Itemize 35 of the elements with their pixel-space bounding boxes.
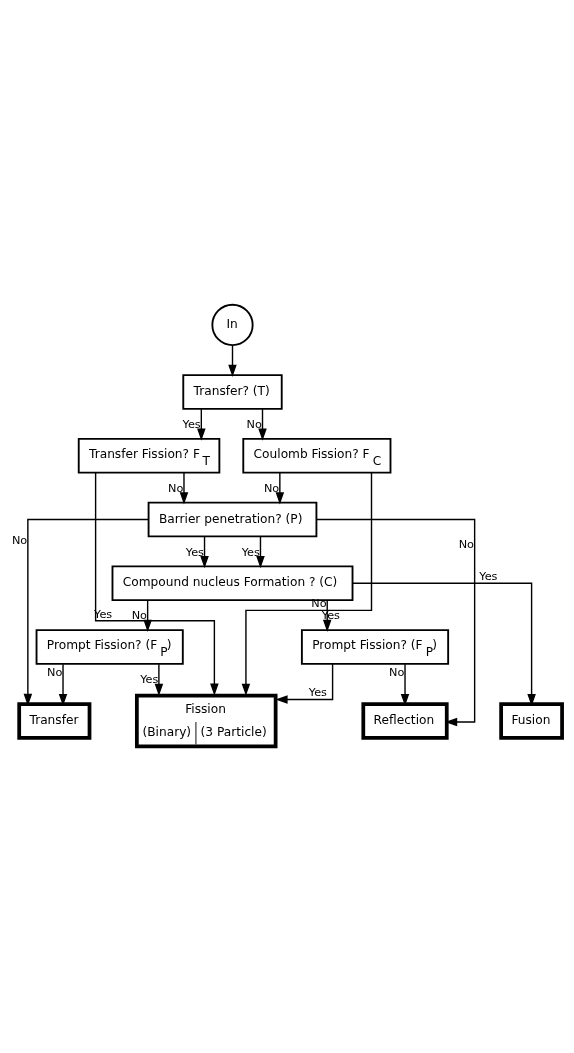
- node-box: Reflection: [361, 702, 449, 740]
- edge-label: No: [389, 666, 405, 680]
- edge-label: No: [246, 418, 262, 432]
- arrow: [23, 518, 150, 706]
- edge-label: No: [11, 533, 28, 547]
- arrow: [258, 408, 267, 441]
- node-box: Fission (Binary) (3 Particle): [135, 693, 278, 749]
- arrow: [256, 535, 265, 569]
- node-box: Barrier penetration? (P): [147, 501, 318, 538]
- edge-label: Yes: [241, 545, 260, 559]
- edge-label: No: [47, 666, 63, 680]
- node-box: Fusion: [499, 702, 564, 740]
- edge-label: Yes: [182, 418, 201, 432]
- edge-label: Yes: [308, 686, 327, 700]
- arrow: [154, 663, 164, 696]
- arrow: [179, 472, 189, 505]
- node-box: Transfer? (T): [182, 374, 283, 410]
- arrow: [143, 599, 152, 632]
- arrow: [200, 535, 209, 569]
- arrow: [275, 472, 285, 505]
- edge-label: Yes: [140, 673, 159, 687]
- edge-label: Yes: [479, 570, 498, 584]
- arrow: [275, 663, 334, 704]
- node-circle: In: [211, 303, 254, 346]
- edge-label: Yes: [185, 545, 204, 559]
- arrow: [241, 472, 373, 696]
- node-box: Transfer: [17, 702, 92, 740]
- edge-label: No: [458, 537, 475, 551]
- edge-label: No: [131, 609, 148, 623]
- edge-label: No: [263, 481, 280, 495]
- arrow: [94, 472, 219, 696]
- arrow: [197, 408, 206, 441]
- arrow: [228, 344, 237, 377]
- edge-label: No: [168, 481, 184, 495]
- arrow: [315, 518, 476, 727]
